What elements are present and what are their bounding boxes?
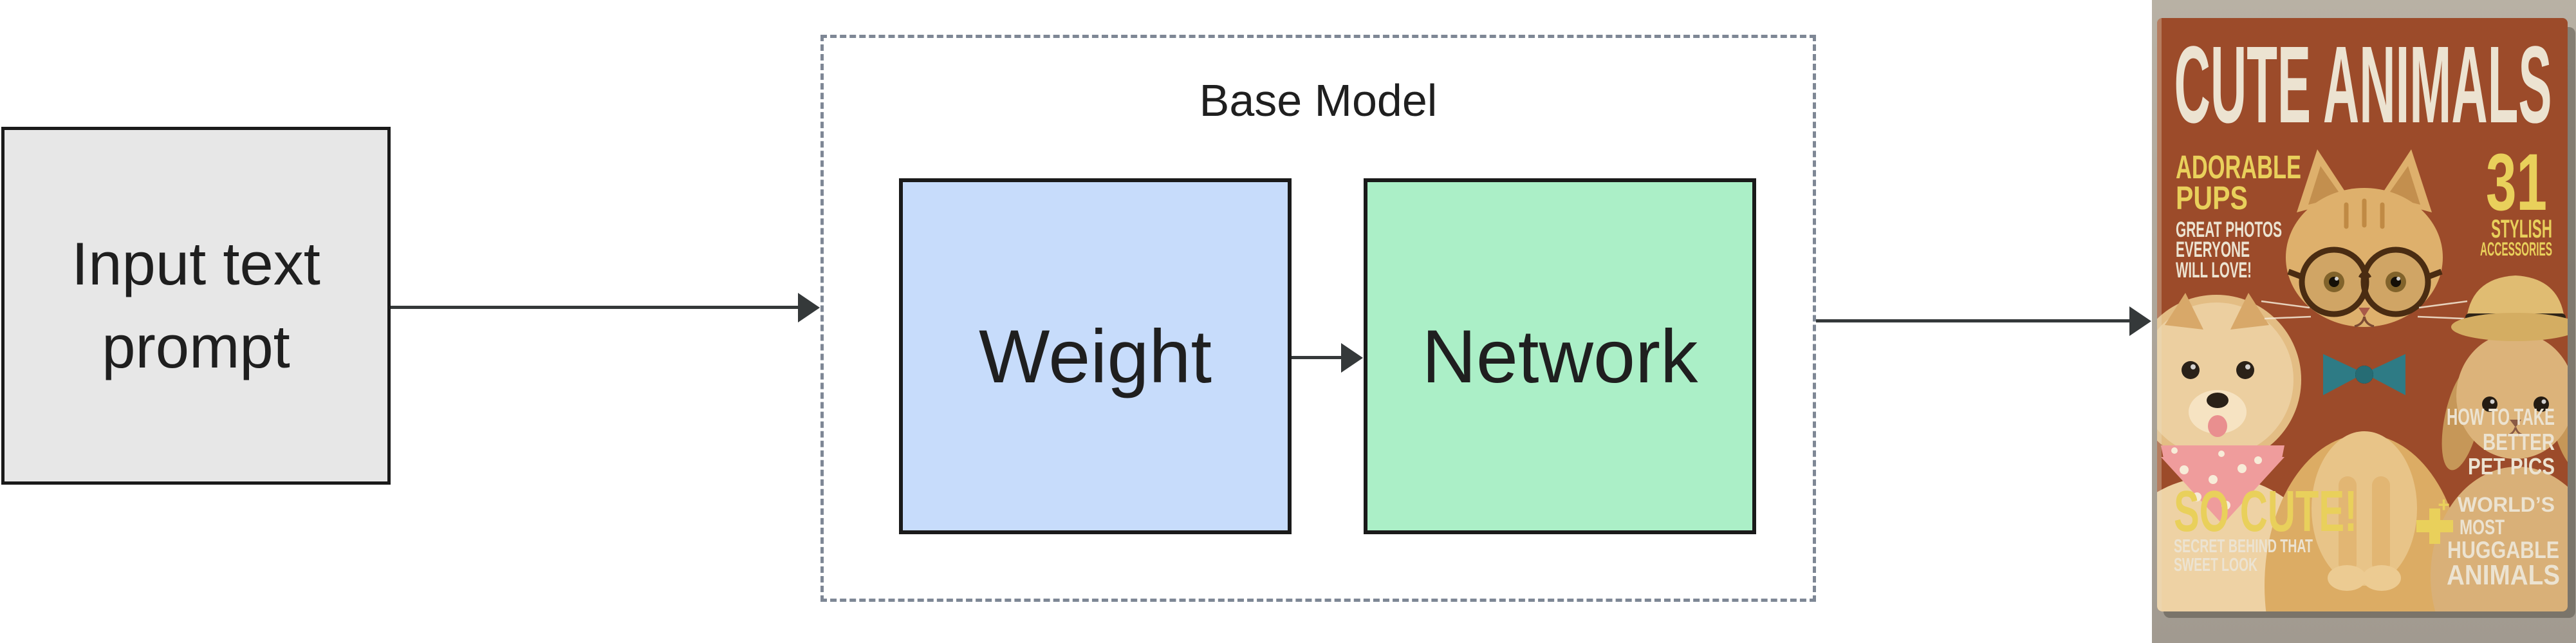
- cover-line-everyone: EVERYONE: [2176, 238, 2250, 262]
- magazine-cover-illustration: CUTE ANIMALS ADORABLE PUPS GREAT PHOTOS …: [2152, 0, 2576, 643]
- cover-line-better: BETTER: [2483, 429, 2555, 455]
- masthead-title: CUTE ANIMALS: [2174, 24, 2552, 146]
- arrow-base-model-to-output: [1816, 306, 2151, 336]
- arrowhead-icon: [1341, 342, 1363, 373]
- base-model-title: Base Model: [1199, 75, 1438, 126]
- big-plus-icon: [2416, 508, 2453, 544]
- cat-glasses: [2287, 247, 2443, 317]
- cover-line-accessories: ACCESSORIES: [2480, 239, 2552, 260]
- weight-label: Weight: [978, 314, 1212, 398]
- cover-line-animals: ANIMALS: [2447, 559, 2560, 591]
- cover-line-sweet-look: SWEET LOOK: [2174, 555, 2257, 575]
- small-plus-icon: +: [2438, 493, 2450, 516]
- cover-line-stylish: STYLISH: [2491, 215, 2552, 243]
- cover-line-great-photos: GREAT PHOTOS: [2176, 218, 2282, 242]
- cat-bow-tie: [2323, 354, 2405, 395]
- cover-number-31: 31: [2486, 138, 2547, 227]
- output-magazine-photo: CUTE ANIMALS ADORABLE PUPS GREAT PHOTOS …: [2152, 0, 2576, 643]
- cat-whiskers: [2261, 300, 2468, 320]
- base-model-group: Base Model Weight Network: [820, 35, 1816, 602]
- rabbit-illustration: [2431, 275, 2568, 611]
- weight-box: Weight: [899, 178, 1292, 534]
- network-box: Network: [1364, 178, 1756, 534]
- rabbit-straw-hat: [2451, 275, 2568, 341]
- cover-line-pet-pics: PET PICS: [2468, 453, 2555, 480]
- input-text-prompt-box: Input text prompt: [1, 127, 391, 485]
- network-label: Network: [1422, 314, 1698, 398]
- cover-headline-so-cute: SO CUTE!: [2174, 480, 2357, 544]
- cover-line-how-to-take: HOW TO TAKE: [2447, 404, 2555, 430]
- cat-stripes: [2344, 198, 2385, 229]
- spine-highlight: [2157, 18, 2162, 611]
- arrow-input-to-base-model: [391, 292, 820, 322]
- cover-line-will-love: WILL LOVE!: [2176, 258, 2252, 283]
- cover-line-most: MOST: [2460, 516, 2505, 539]
- arrowhead-icon: [2129, 306, 2151, 336]
- input-text-prompt-label: Input text prompt: [71, 230, 320, 380]
- arrow-weight-to-network: [1292, 342, 1363, 373]
- cover-line-secret-behind: SECRET BEHIND THAT: [2174, 536, 2313, 557]
- cat-illustration: [2261, 149, 2468, 611]
- cover-line-worlds: +WORLD’S: [2438, 493, 2555, 516]
- bandana-dots: [2171, 447, 2262, 510]
- arrowhead-icon: [798, 292, 820, 322]
- cover-line-pups: PUPS: [2176, 180, 2248, 216]
- cover-line-huggable: HUGGABLE: [2447, 537, 2559, 563]
- cover-line-adorable: ADORABLE: [2176, 149, 2301, 185]
- magazine-cover: CUTE ANIMALS ADORABLE PUPS GREAT PHOTOS …: [2157, 18, 2568, 611]
